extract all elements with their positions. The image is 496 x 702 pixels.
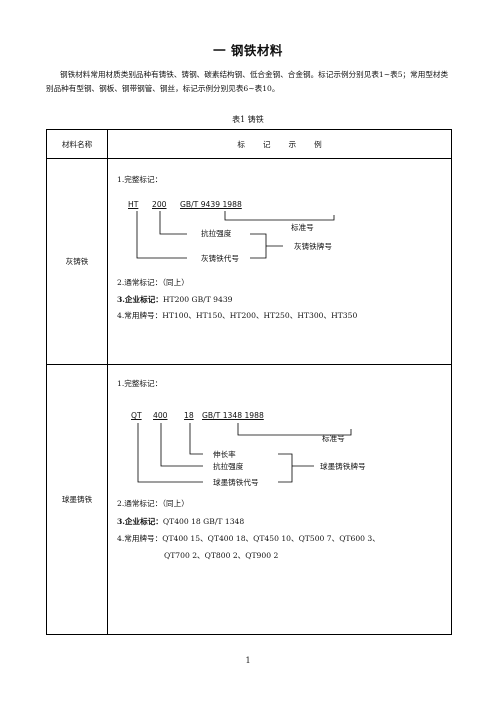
- enterprise-mark: 3.企业标记：QT400 18 GB/T 1348: [117, 516, 244, 527]
- mark-example-cell: 1.完整标记： HT 200 GB/T 9439 1988 标准号 抗拉强度 灰…: [107, 158, 452, 365]
- mark-standard: GB/T 1348 1988: [202, 411, 264, 420]
- label-tensile-strength: 抗拉强度: [213, 462, 244, 471]
- mark-standard: GB/T 9439 1988: [180, 200, 242, 209]
- mark-leader-lines: [137, 423, 352, 483]
- cast-iron-table: 材料名称 标记示例 灰铸铁: [46, 129, 452, 635]
- label-elongation: 伸长率: [213, 450, 236, 459]
- full-mark-label: 1.完整标记：: [117, 175, 163, 184]
- common-grades-value: HT100、HT150、HT200、HT250、HT300、HT350: [162, 311, 358, 320]
- common-grades-value-2: QT700 2、QT800 2、QT900 2: [164, 551, 279, 560]
- label-grade: 球墨铸铁牌号: [320, 462, 366, 471]
- label-tensile-strength: 抗拉强度: [201, 229, 232, 238]
- table-row: 球墨铸铁: [46, 364, 452, 635]
- simple-mark-label: 2.通常标记：（同上）: [117, 278, 189, 287]
- common-grades-label: 4.常用牌号：: [117, 311, 163, 320]
- material-name-grey-iron: 灰铸铁: [46, 158, 108, 365]
- label-standard-number: 标准号: [291, 223, 314, 232]
- label-standard-number: 标准号: [322, 434, 345, 443]
- label-code: 球墨铸铁代号: [213, 478, 259, 487]
- header-material-name: 材料名称: [46, 129, 108, 159]
- section-title: 一 钢铁材料: [213, 43, 283, 58]
- common-grades-value-1: QT400 15、QT400 18、QT450 10、QT500 7、QT600…: [162, 534, 380, 543]
- common-grades: 4.常用牌号：HT100、HT150、HT200、HT250、HT300、HT3…: [117, 310, 357, 321]
- simple-mark-label: 2.通常标记：（同上）: [117, 499, 189, 508]
- mark-leader-lines: [136, 211, 335, 259]
- table-caption: 表1 铸铁: [232, 115, 264, 124]
- enterprise-mark-label: 3.企业标记：: [117, 295, 163, 304]
- common-grades: 4.常用牌号：QT400 15、QT400 18、QT450 10、QT500 …: [117, 533, 380, 544]
- enterprise-mark-value: HT200 GB/T 9439: [162, 295, 233, 304]
- mark-elongation: 18: [184, 411, 194, 420]
- full-mark-label: 1.完整标记：: [117, 379, 163, 388]
- label-code: 灰铸铁代号: [201, 254, 239, 263]
- label-grade: 灰铸铁牌号: [294, 242, 332, 251]
- material-name-ductile-iron: 球墨铸铁: [46, 364, 108, 635]
- header-mark-example: 标记示例: [107, 129, 452, 159]
- mark-code: HT: [128, 200, 139, 209]
- mark-value: 200: [152, 200, 167, 209]
- page-number: 1: [245, 656, 251, 665]
- table-header-row: 材料名称 标记示例: [46, 129, 452, 159]
- mark-example-cell: 1.完整标记： QT 400 18 GB/T 1348 1988 标准号 伸长率…: [107, 364, 452, 635]
- mark-value: 400: [153, 411, 168, 420]
- mark-code: QT: [131, 411, 142, 420]
- table-row: 灰铸铁 1.完整标记： HT: [46, 158, 452, 365]
- intro-paragraph: 钢铁材料常用材质类别品种有铸铁、铸钢、碳素结构钢、低合金钢、合金钢。标记示例分别…: [46, 70, 449, 93]
- enterprise-mark: 3.企业标记：HT200 GB/T 9439: [117, 294, 233, 305]
- enterprise-mark-value: QT400 18 GB/T 1348: [162, 517, 245, 526]
- enterprise-mark-label: 3.企业标记：: [117, 517, 163, 526]
- common-grades-label: 4.常用牌号：: [117, 534, 163, 543]
